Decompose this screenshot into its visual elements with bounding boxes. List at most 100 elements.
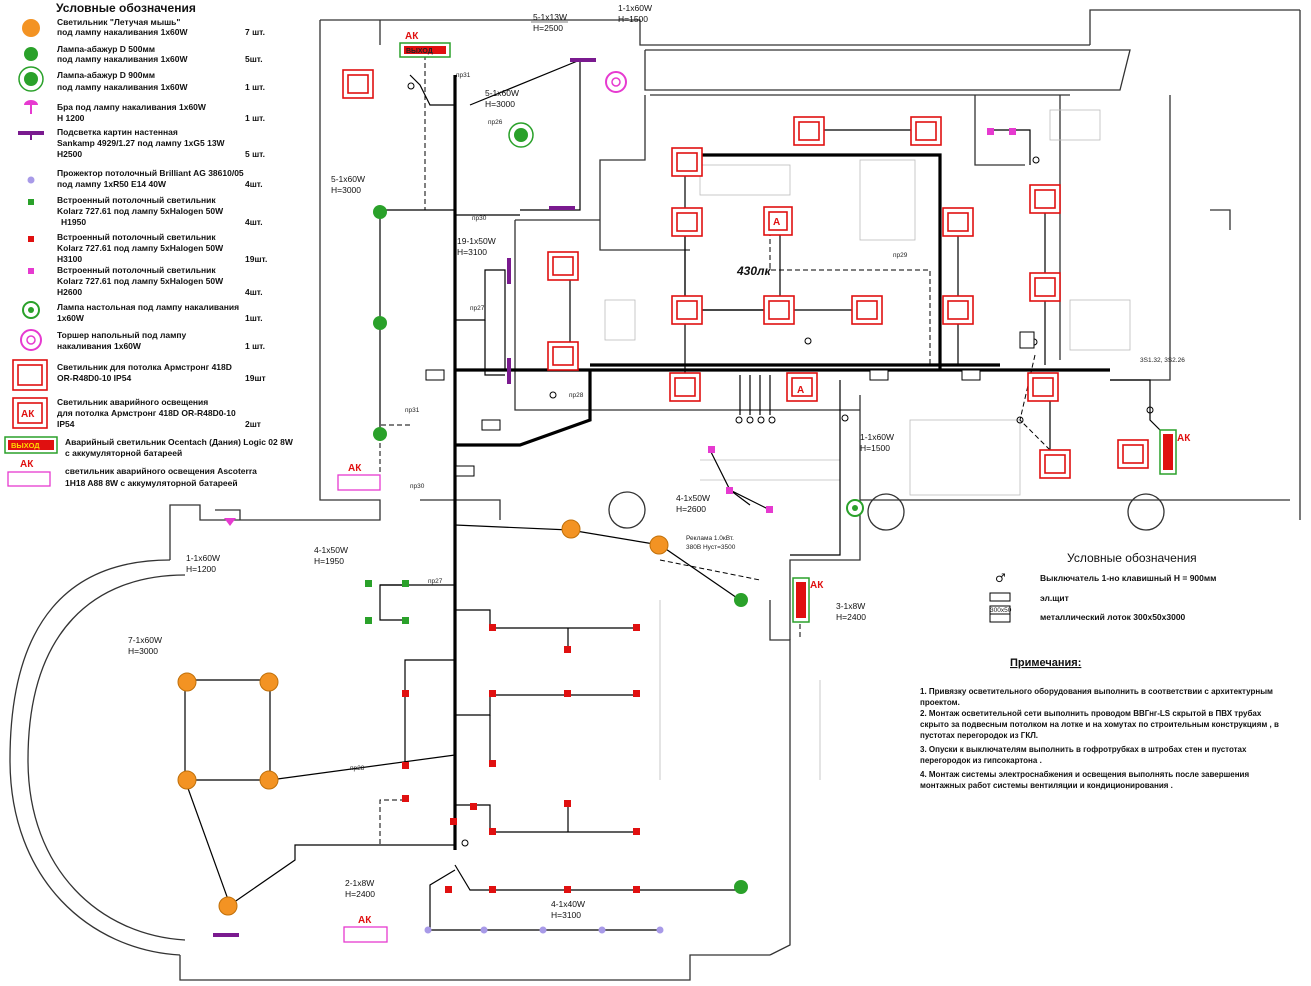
- exit-signs: ВЫХОД: [399, 42, 1177, 623]
- group-label: 5-1x13W: [533, 12, 567, 22]
- note-line: проектом.: [920, 698, 960, 707]
- legend-item-14: 1H18 A88 8W с аккумуляторной батареей: [65, 478, 238, 488]
- legend-item-8: Встроенный потолочный светильник: [57, 265, 216, 275]
- group-label: H=3000: [128, 646, 158, 656]
- legend-count: 19шт: [245, 373, 266, 383]
- legend-item-0: под лампу накаливания 1х60W: [57, 27, 189, 37]
- legend-spotlight-icon: [27, 176, 35, 184]
- group-label: H=3100: [551, 910, 581, 920]
- downlights-h2600: [708, 128, 1016, 513]
- group-label: 2-1x8W: [345, 878, 374, 888]
- legend-item-9: Лампа настольная под лампу накаливания: [57, 302, 239, 312]
- legend-count: 4шт.: [245, 217, 263, 227]
- note-line: перегородок из гипсокартона .: [920, 756, 1042, 765]
- legend-title: Условные обозначения: [56, 1, 196, 15]
- walls: [9, 9, 1301, 981]
- group-label: H=3100: [457, 247, 487, 257]
- group-label: 1-1x60W: [618, 3, 652, 13]
- group-label: 19-1x50W: [457, 236, 496, 246]
- ak-label: АК: [405, 31, 419, 42]
- notes-title: Примечания:: [1010, 657, 1081, 669]
- legend-item-4: Sankamp 4929/1.27 под лампу 1хG5 13W: [57, 138, 226, 148]
- group-label: 3-1x8W: [836, 601, 865, 611]
- legend-secondary-title: Условные обозначения: [1067, 551, 1197, 565]
- downlights-h1950: [365, 580, 409, 624]
- legend-item-13: с аккумуляторной батареей: [65, 448, 182, 458]
- legend: Условные обозначения АК ВЫХОД АК Светиль…: [4, 1, 294, 488]
- tray-tag: 300х50: [990, 607, 1012, 614]
- advert-label: Реклама 1.0кВт.: [686, 535, 734, 542]
- exit-sign-label: ВЫХОД: [406, 48, 433, 55]
- group-label: 5-1x60W: [331, 174, 365, 184]
- ak-label: АК: [348, 463, 362, 474]
- note-line: 4. Монтаж системы электроснабжения и осв…: [920, 770, 1249, 779]
- legend-item-11: Светильник для потолка Армстронг 418D: [57, 362, 232, 372]
- legend-item-6: H1950: [61, 217, 86, 227]
- legend-exit-mark: ВЫХОД: [11, 441, 40, 450]
- group-label: 1-1x60W: [860, 432, 894, 442]
- cable-tag: пр29: [893, 252, 908, 259]
- group-label: H=3000: [485, 99, 515, 109]
- group-label: 5-1x60W: [485, 88, 519, 98]
- legend-downlight-magenta-icon: [28, 268, 34, 274]
- legend-item-7: Встроенный потолочный светильник: [57, 232, 216, 242]
- legend-count: 1 шт.: [245, 341, 265, 351]
- legend-panel: эл.щит: [1040, 593, 1069, 603]
- legend-item-6: Kolarz 727.61 под лампу 5xHalogen 50W: [57, 206, 224, 216]
- legend-downlight-red-icon: [28, 236, 34, 242]
- legend-count: 1шт.: [245, 313, 263, 323]
- emergency-luminaire: [337, 474, 381, 491]
- group-label: 7-1x60W: [128, 635, 162, 645]
- fixtures: A A: [177, 31, 1191, 943]
- group-label: H=1500: [860, 443, 890, 453]
- legend-shade-lamp-icon: [24, 47, 38, 61]
- legend-count: 2шт: [245, 419, 261, 429]
- bat-lights: [177, 519, 669, 916]
- legend-ak-mark: АК: [20, 459, 34, 470]
- emergency-a-mark: A: [773, 217, 780, 228]
- legend-ak-mark: АК: [21, 409, 35, 420]
- switch-icon: ♂: [995, 571, 1006, 585]
- lux-label: 430лк: [736, 264, 771, 278]
- legend-item-13: Аварийный светильник Ocentach (Дания) Lo…: [65, 437, 294, 447]
- legend-count: 1 шт.: [245, 113, 265, 123]
- legend-item-4: Подсветка картин настенная: [57, 127, 178, 137]
- group-label: H=2500: [533, 23, 563, 33]
- ak-label: АК: [810, 580, 824, 591]
- legend-item-9: 1х60W: [57, 313, 85, 323]
- wall-sconce: [224, 518, 236, 526]
- group-label: H=3000: [331, 185, 361, 195]
- panel-icon: [989, 592, 1011, 602]
- legend-item-10: Торшер напольный под лампу: [57, 330, 187, 340]
- legend-item-5: под лампу 1xR50 E14 40W: [57, 179, 167, 189]
- emergency-a-mark: A: [797, 385, 804, 396]
- legend-item-7: Kolarz 727.61 под лампу 5xHalogen 50W: [57, 243, 224, 253]
- legend-count: 1 шт.: [245, 82, 265, 92]
- group-label: H=2400: [836, 612, 866, 622]
- legend-item-10: накаливания 1х60W: [57, 341, 142, 351]
- legend-item-8: H2600: [57, 287, 82, 297]
- note-line: пустотах перегородок из ГКЛ.: [920, 731, 1038, 740]
- note-line: 3. Опуски к выключателям выполнить в гоф…: [920, 745, 1247, 754]
- legend-item-3: H 1200: [57, 113, 85, 123]
- legend-count: 19шт.: [245, 254, 267, 264]
- legend-emergency-luminaire-icon: [7, 471, 51, 487]
- tray-icon: [989, 605, 1011, 615]
- note-line: 1. Привязку осветительного оборудования …: [920, 687, 1273, 696]
- cable-tag: пр26: [488, 119, 503, 126]
- cable-tag: пр30: [472, 215, 487, 222]
- legend-item-12: Светильник аварийного освещения: [57, 397, 208, 407]
- cable-tag: пр27: [470, 305, 485, 312]
- legend-item-12: для потолка Армстронг 418D OR-R48D0-10: [57, 408, 236, 418]
- shade-lamps: [373, 205, 748, 894]
- legend-item-14: светильник аварийного освещения Ascoterr…: [65, 466, 257, 476]
- note-line: монтажных работ системы вентиляции и кон…: [920, 781, 1173, 790]
- legend-count: 4шт.: [245, 179, 263, 189]
- spotlights: [424, 926, 664, 934]
- legend-bat-light-icon: [22, 19, 40, 37]
- legend-item-12: IP54: [57, 419, 75, 429]
- legend-switch: Выключатель 1-но клавишный H = 900мм: [1040, 573, 1216, 583]
- legend-item-3: Бра под лампу накаливания 1х60W: [57, 102, 207, 112]
- legend-downlight-green-icon: [28, 199, 34, 205]
